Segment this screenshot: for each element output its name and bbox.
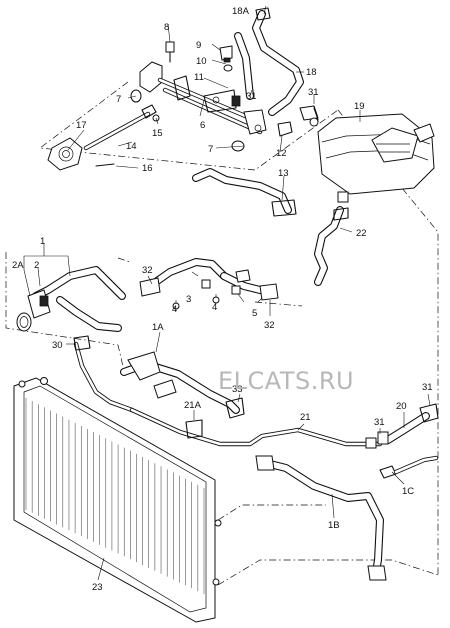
callout-13: 13 xyxy=(278,168,289,179)
callout-15: 15 xyxy=(152,128,163,139)
watermark: ELCATS.RU xyxy=(218,367,354,395)
callout-7-mid: 7 xyxy=(208,144,213,155)
callout-7-top: 7 xyxy=(116,94,121,105)
hose-3-assembly xyxy=(139,258,279,310)
sensor-1c xyxy=(379,455,439,479)
callout-31-top: 31 xyxy=(246,91,257,102)
callout-12: 12 xyxy=(276,148,287,159)
callout-21a: 21A xyxy=(184,400,202,411)
callout-10: 10 xyxy=(196,56,207,67)
callout-labels: 8 9 10 11 18A 18 31 31 19 7 6 15 17 14 1… xyxy=(12,6,433,593)
pipe-30 xyxy=(73,335,135,413)
leader-lines xyxy=(23,5,431,581)
callout-21: 21 xyxy=(300,412,311,423)
callout-1b: 1B xyxy=(328,520,340,531)
hose-13 xyxy=(192,168,297,217)
pipe-21 xyxy=(129,407,383,449)
callout-9: 9 xyxy=(196,40,201,51)
hose-1b xyxy=(255,455,387,581)
callout-1c: 1C xyxy=(402,486,414,497)
hose-1a xyxy=(120,351,245,419)
callout-23: 23 xyxy=(92,582,103,593)
callout-5: 5 xyxy=(252,308,257,319)
callout-30: 30 xyxy=(52,340,63,351)
callout-33: 33 xyxy=(232,384,243,395)
callout-18a: 18A xyxy=(232,6,250,17)
hose-22 xyxy=(314,206,349,286)
callout-16: 16 xyxy=(142,163,153,174)
dash-lines xyxy=(5,81,439,586)
callout-14: 14 xyxy=(126,141,137,152)
callout-18: 18 xyxy=(306,67,317,78)
callout-32-right: 32 xyxy=(264,320,275,331)
callout-4-left: 4 xyxy=(172,304,177,315)
callout-32-top: 32 xyxy=(142,265,153,276)
hose-1 xyxy=(16,266,126,332)
callout-17: 17 xyxy=(76,120,87,131)
callout-1a: 1A xyxy=(152,322,164,333)
expansion-tank xyxy=(309,107,435,203)
callout-2a: 2A xyxy=(12,260,24,271)
callout-22: 22 xyxy=(356,228,367,239)
callout-1: 1 xyxy=(40,236,45,247)
thermostat-flange xyxy=(47,104,160,171)
callout-8: 8 xyxy=(164,22,169,33)
callout-31-pipe: 31 xyxy=(374,417,385,428)
callout-11: 11 xyxy=(194,72,204,83)
radiator-core xyxy=(25,398,205,594)
hose-18 xyxy=(234,7,319,121)
callout-4-right: 4 xyxy=(212,302,217,313)
hose-20 xyxy=(377,403,439,445)
callout-31-tank: 31 xyxy=(308,87,319,98)
callout-20: 20 xyxy=(396,401,407,412)
callout-3: 3 xyxy=(186,294,191,305)
callout-19: 19 xyxy=(354,101,365,112)
callout-31-right: 31 xyxy=(422,382,433,393)
callout-2: 2 xyxy=(34,260,39,271)
callout-6: 6 xyxy=(200,120,205,131)
radiator xyxy=(13,377,222,623)
